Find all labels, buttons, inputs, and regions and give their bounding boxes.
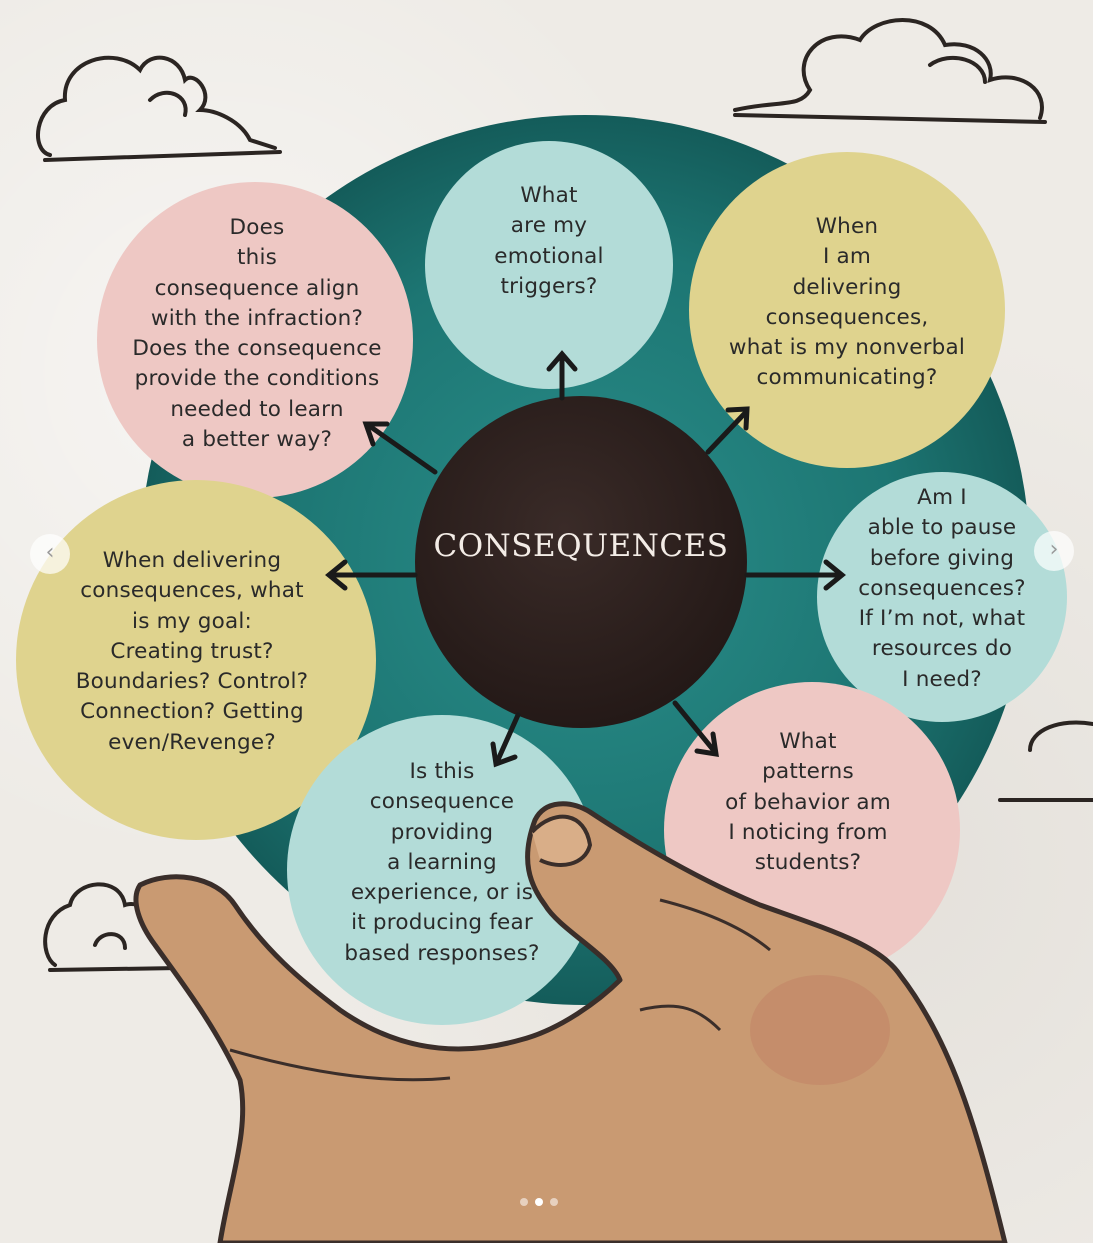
cloud-top-left-icon — [36, 55, 282, 162]
bubble-right — [817, 472, 1067, 722]
carousel-prev-button[interactable]: ‹ — [30, 534, 70, 574]
bubble-top-left — [97, 182, 413, 498]
bubble-top — [425, 141, 673, 389]
carousel-next-button[interactable]: › — [1034, 531, 1074, 571]
hand-illustration — [133, 801, 1008, 1243]
bubble-bottom — [287, 715, 597, 1025]
arrow-top-left — [365, 422, 438, 475]
bubble-top-right — [689, 152, 1005, 468]
center-title: CONSEQUENCES — [433, 528, 729, 564]
carousel-dot[interactable] — [550, 1198, 558, 1206]
arrow-bottom-right — [672, 700, 718, 755]
carousel-dots — [520, 1198, 558, 1206]
chevron-left-icon: ‹ — [45, 540, 55, 565]
arrow-top-right — [705, 409, 749, 455]
bubble-top-right-text: When I am delivering consequences, what … — [728, 214, 966, 391]
bubble-right-text: Am I able to pause before giving consequ… — [858, 485, 1026, 692]
arrows — [325, 350, 846, 768]
arrow-bottom — [494, 712, 521, 765]
carousel-dot[interactable] — [520, 1198, 528, 1206]
center-circle — [415, 396, 747, 728]
bubble-top-left-text: Does this consequence align with the inf… — [132, 215, 382, 453]
bubble-left — [16, 480, 376, 840]
chevron-right-icon: › — [1049, 537, 1059, 562]
cloud-top-right-icon — [733, 18, 1047, 124]
carousel-dot-active[interactable] — [535, 1198, 543, 1206]
bubble-bottom-right-text: What patterns of behavior am I noticing … — [725, 729, 891, 876]
bubble-top-text: What are my emotional triggers? — [494, 183, 604, 299]
cloud-right-edge-icon — [998, 720, 1093, 802]
bubble-left-text: When delivering consequences, what is my… — [75, 548, 309, 755]
bubble-bottom-text: Is this consequence providing a learning… — [344, 759, 540, 966]
